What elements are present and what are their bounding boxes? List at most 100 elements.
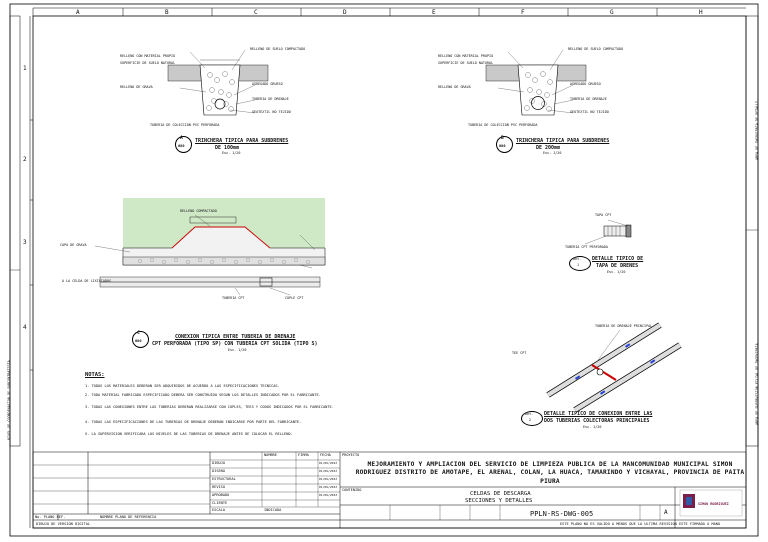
grid-number: 4 bbox=[23, 324, 27, 331]
detail-conexion-subtitle: DOS TUBERIAS COLECTORAS PRINCIPALES bbox=[544, 418, 650, 424]
client-logo-graphic bbox=[679, 489, 743, 517]
grid-letter: G bbox=[610, 9, 614, 16]
detail-a-note: AGREGADO GRUESO bbox=[252, 82, 283, 86]
tb-project-label: PROYECTO bbox=[342, 453, 360, 457]
detail-conexion-title: DETALLE TIPICO DE CONEXION ENTRE LAS bbox=[544, 411, 653, 417]
detail-tapa-note: TUBERIA CPT PERFORADA bbox=[565, 245, 608, 249]
client-name: SIMON RODRIGUEZ bbox=[698, 502, 729, 506]
detail-b-note: RELLENO CON MATERIAL PROPIO bbox=[438, 54, 494, 58]
tb-lower-label: No. PLANO REF. bbox=[35, 515, 66, 519]
detail-b-note: AGREGADO GRUESO bbox=[570, 82, 601, 86]
detail-c-note: CAPA DE GRAVA bbox=[60, 243, 87, 247]
detail-tapa-scale: Esc. 1/20 bbox=[607, 270, 626, 274]
tb-date: 01/06/2023 bbox=[319, 477, 338, 481]
detail-a-note: TUBERIA DE COLECCION PVC PERFORADA bbox=[150, 123, 220, 127]
tb-row-label: ESCALA bbox=[212, 508, 225, 512]
grid-number: 1 bbox=[23, 65, 27, 72]
grid-letter: B bbox=[165, 9, 169, 16]
tb-row-label: APROBADO bbox=[212, 493, 230, 497]
detail-a-note: RELLENO DE GRAVA bbox=[120, 85, 153, 89]
detail-tapa-subtitle: TAPA DE DRENES bbox=[596, 263, 639, 269]
tb-row-label: DIBUJO bbox=[212, 461, 225, 465]
detail-a-callout bbox=[175, 136, 192, 153]
detail-a-sheet: 080 bbox=[178, 144, 185, 148]
tb-date: 01/06/2023 bbox=[319, 493, 338, 497]
right-strip-label: AREA DE SUPERVISION FILIAL DE INGENIERIA bbox=[755, 343, 759, 425]
detail-c-callout bbox=[132, 331, 149, 348]
detail-conexion-drawing bbox=[546, 322, 682, 413]
tb-row-label: CLIENTE bbox=[212, 501, 228, 505]
detail-c-sheet: 080 bbox=[135, 339, 142, 343]
left-strip-label: NIVEL DE COORDENACION DE SUBCONTRATISTA bbox=[7, 360, 11, 440]
tb-row-label: DISENO bbox=[212, 469, 225, 473]
tb-row-label: REVISO bbox=[212, 485, 225, 489]
grid-number: 3 bbox=[23, 239, 27, 246]
detail-conexion-note: TUBERIA DE DRENAJE PRINCIPAL bbox=[595, 324, 653, 328]
notes-item: 4. TODAS LAS ESPECIFICACIONES DE LAS TUB… bbox=[85, 420, 302, 424]
detail-a-title: TRINCHERA TIPICA PARA SUBDRENES bbox=[195, 138, 289, 144]
detail-conexion-callout bbox=[521, 411, 543, 426]
detail-conexion-det: Det. bbox=[525, 412, 534, 416]
notes-item: 1. TODOS LOS MATERIALES DEBERAN SER ADQU… bbox=[85, 384, 280, 388]
detail-a-note: GEOTEXTIL NO TEJIDO bbox=[252, 110, 291, 114]
detail-b-drawing bbox=[485, 49, 587, 116]
detail-a-drawing bbox=[167, 49, 269, 116]
detail-conexion-scale: Esc. 1/20 bbox=[583, 425, 602, 429]
detail-a-note: TUBERIA DE DRENAJE bbox=[252, 97, 289, 101]
detail-c-drawing bbox=[94, 198, 326, 296]
tb-col-header: NOMBRE bbox=[264, 453, 277, 457]
notes-item: 3. TODAS LAS CONEXIONES ENTRE LAS TUBERI… bbox=[85, 405, 334, 409]
drawing-number: PPLN-RS-DWG-005 bbox=[530, 510, 594, 518]
tb-date: 01/06/2023 bbox=[319, 469, 338, 473]
detail-b-note: SUPERFICIE DE SUELO NATURAL bbox=[438, 61, 494, 65]
notes-item: 2. TODA MATERIAL FABRICADO ESPECIFICADO … bbox=[85, 393, 321, 397]
tb-col-header: FIRMA bbox=[298, 453, 309, 457]
detail-b-letter: B bbox=[501, 136, 504, 141]
drawing-revision: A bbox=[664, 509, 668, 516]
detail-tapa-det: Det. bbox=[573, 257, 582, 261]
notes-heading: NOTAS: bbox=[85, 372, 105, 378]
detail-b-note: RELLENO DE SUELO COMPACTADO bbox=[568, 47, 624, 51]
footer-left: DIBUJO DE VERSION DIGITAL bbox=[36, 522, 91, 526]
grid-letter: A bbox=[76, 9, 80, 16]
project-name: MEJORAMIENTO Y AMPLIACION DEL SERVICIO D… bbox=[355, 461, 745, 485]
tb-lower-label: NOMBRE PLANO DE REFERENCIA bbox=[100, 515, 157, 519]
detail-a-note: RELLENO DE SUELO COMPACTADO bbox=[250, 47, 306, 51]
detail-tapa-note: TAPA CPT bbox=[595, 213, 612, 217]
detail-c-letter: C bbox=[137, 331, 140, 336]
detail-b-note: GEOTEXTIL NO TEJIDO bbox=[570, 110, 609, 114]
detail-b-scale: Esc. 1/20 bbox=[543, 151, 562, 155]
detail-c-subtitle: CPT PERFORADA (TIPO SP) CON TUBERIA CPT … bbox=[152, 341, 318, 347]
grid-number: 2 bbox=[23, 156, 27, 163]
grid-letter: E bbox=[432, 9, 436, 16]
detail-c-note: COPLE CPT bbox=[285, 296, 304, 300]
tb-date: 01/06/2023 bbox=[319, 461, 338, 465]
detail-tapa-drawing bbox=[584, 219, 632, 245]
notes-item: 5. LA SUPERVISION VERIFICARA LOS NIVELES… bbox=[85, 432, 293, 436]
detail-a-note: SUPERFICIE DE SUELO NATURAL bbox=[120, 61, 176, 65]
detail-tapa-callout bbox=[569, 256, 591, 271]
detail-conexion-note: TEE CPT bbox=[512, 351, 527, 355]
detail-a-scale: Esc. 1/20 bbox=[222, 151, 241, 155]
detail-c-note: TUBERIA CPT bbox=[222, 296, 245, 300]
grid-letter: D bbox=[343, 9, 347, 16]
detail-c-title: CONEXION TIPICA ENTRE TUBERIA DE DRENAJE bbox=[175, 334, 296, 340]
detail-c-note: A LA CELDA DE LIXIVIADOS bbox=[62, 279, 111, 283]
detail-tapa-title: DETALLE TIPICO DE bbox=[592, 256, 644, 262]
tb-contents-line: CELDAS DE DESCARGA bbox=[470, 491, 531, 497]
detail-a-subtitle: DE 100mm bbox=[215, 145, 240, 151]
detail-b-sheet: 080 bbox=[499, 144, 506, 148]
detail-b-note: RELLENO DE GRAVA bbox=[438, 85, 471, 89]
detail-c-note: RELLENO COMPACTADO bbox=[180, 209, 217, 213]
detail-tapa-number: 1 bbox=[577, 263, 580, 267]
tb-scale-value: INDICADA bbox=[264, 508, 282, 512]
detail-b-title: TRINCHERA TIPICA PARA SUBDRENES bbox=[516, 138, 610, 144]
detail-a-letter: A bbox=[180, 136, 183, 141]
detail-b-note: TUBERIA DE DRENAJE bbox=[570, 97, 607, 101]
grid-letter: F bbox=[521, 9, 525, 16]
detail-conexion-number: 2 bbox=[529, 418, 532, 422]
right-strip-label: AREA DE INGENIERIA DE DETALLE bbox=[755, 100, 759, 160]
tb-row-label: ESTRUCTURAL bbox=[212, 477, 236, 481]
